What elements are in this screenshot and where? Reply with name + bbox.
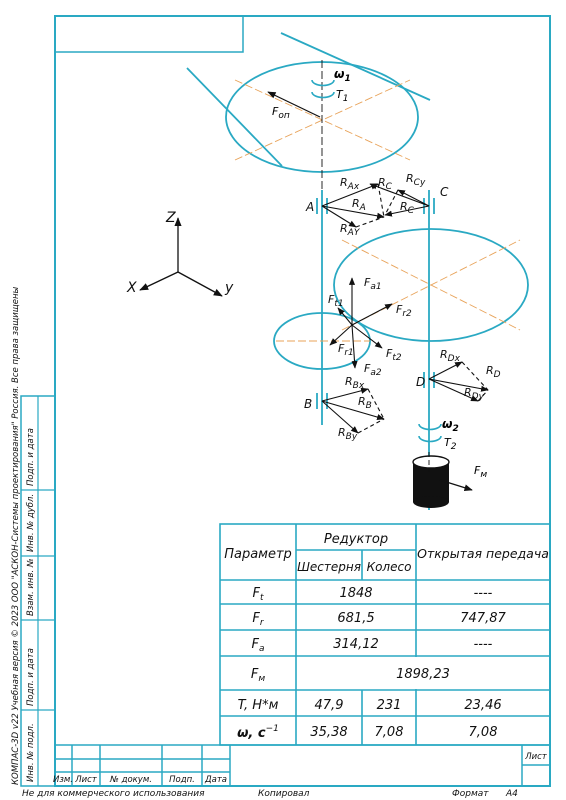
support-a-label: A bbox=[305, 200, 314, 214]
gear-wheel bbox=[333, 228, 529, 342]
stamp-data: Дата bbox=[204, 775, 227, 785]
stamp-podp: Подп. bbox=[169, 775, 195, 785]
rotation-arrow-2 bbox=[418, 423, 442, 431]
bearing-b-reactions bbox=[321, 387, 385, 434]
bearing-c-reactions bbox=[369, 183, 430, 217]
rc-label: RC bbox=[400, 200, 415, 216]
bearing-d-reactions bbox=[428, 361, 489, 402]
support-b-label: B bbox=[304, 397, 312, 411]
omega1-label: ω1 bbox=[334, 67, 351, 84]
rbx-label: RBx bbox=[345, 375, 365, 391]
stamp-list-right: Лист bbox=[524, 752, 548, 762]
open-drive-belt bbox=[186, 32, 431, 173]
rdy-label: RDy bbox=[464, 386, 485, 402]
axis-y-label: y bbox=[224, 280, 234, 296]
cell-fr-open: 747,87 bbox=[460, 611, 506, 626]
fop-arrow bbox=[267, 91, 321, 118]
cell-ft-reducer: 1848 bbox=[339, 586, 372, 601]
th-open: Открытая передача bbox=[417, 546, 549, 561]
rcy-label: RCy bbox=[406, 172, 426, 188]
t1-label: T1 bbox=[336, 88, 348, 104]
gear-axes bbox=[276, 239, 521, 342]
cell-ft-open: ---- bbox=[474, 586, 493, 601]
param-ft: Ft bbox=[252, 586, 263, 603]
coordinate-axes bbox=[139, 217, 223, 297]
fop-label: Fоп bbox=[272, 105, 290, 121]
param-fr: Fr bbox=[252, 611, 264, 628]
footer-format: Формат bbox=[452, 789, 489, 799]
rotation-arrow-1 bbox=[311, 79, 335, 87]
side-field-inv-dubl: Инв. № дубл. bbox=[26, 494, 36, 552]
rd-label: RD bbox=[486, 364, 501, 380]
cell-omega-wheel: 7,08 bbox=[375, 725, 404, 740]
footer-copied: Копировал bbox=[258, 789, 310, 799]
axis-z-label: Z bbox=[165, 210, 176, 226]
cell-fr-reducer: 681,5 bbox=[337, 611, 374, 626]
rby-label: RBy bbox=[338, 426, 358, 442]
axis-x-label: X bbox=[126, 280, 137, 296]
cell-omega-open: 7,08 bbox=[469, 725, 498, 740]
fr2-label: Fr2 bbox=[396, 303, 412, 319]
title-stamp bbox=[55, 744, 550, 786]
side-field-podp-data-1: Подп. и дата bbox=[26, 648, 36, 706]
footer-size: А4 bbox=[505, 789, 518, 799]
t2-label: T2 bbox=[444, 436, 457, 452]
cell-fa-reducer: 314,12 bbox=[333, 637, 379, 652]
cell-t-wheel: 231 bbox=[377, 698, 402, 713]
param-omega: ω, с−1 bbox=[237, 724, 279, 741]
parameters-table bbox=[219, 523, 551, 746]
param-t: T, Н*м bbox=[238, 698, 279, 713]
cell-t-open: 23,46 bbox=[464, 698, 501, 713]
ra-label: RA bbox=[352, 197, 366, 213]
fa2-label: Fa2 bbox=[364, 362, 382, 378]
copyright-text: КОМПАС-3D v22 Учебная версия © 2023 ООО … bbox=[11, 286, 21, 785]
output-drum bbox=[412, 455, 450, 508]
stamp-ndoc: № докум. bbox=[109, 775, 152, 785]
fr1-label: Fr1 bbox=[338, 342, 354, 358]
th-wheel: Колесо bbox=[367, 560, 412, 574]
gear-force-arrows bbox=[329, 277, 393, 369]
side-field-podp-data-2: Подп. и дата bbox=[26, 428, 36, 486]
pulley-axes bbox=[234, 79, 411, 161]
ft2-label: Ft2 bbox=[386, 347, 402, 363]
th-gear: Шестерня bbox=[297, 560, 361, 574]
ray-label: RAY bbox=[340, 222, 361, 238]
cell-fa-open: ---- bbox=[474, 637, 493, 652]
rax-label: RAx bbox=[340, 176, 360, 192]
support-c-label: C bbox=[440, 185, 449, 199]
rdx-label: RDx bbox=[440, 348, 461, 364]
rc-top-label: RC bbox=[378, 176, 393, 192]
omega2-label: ω2 bbox=[442, 417, 459, 434]
side-field-vzam-inv: Взам. инв. № bbox=[26, 558, 36, 616]
cell-t-gear: 47,9 bbox=[315, 698, 344, 713]
fa1-label: Fa1 bbox=[364, 276, 382, 292]
bearing-a-reactions bbox=[321, 183, 385, 228]
th-param: Параметр bbox=[224, 547, 292, 562]
support-d-label: D bbox=[416, 375, 425, 389]
stamp-list: Лист bbox=[74, 775, 98, 785]
param-fa: Fa bbox=[252, 637, 265, 654]
cell-omega-gear: 35,38 bbox=[310, 725, 347, 740]
th-reducer: Редуктор bbox=[324, 532, 388, 547]
rb-label: RB bbox=[358, 395, 372, 411]
drawing-frame bbox=[20, 15, 551, 787]
cell-fm-all: 1898,23 bbox=[396, 667, 450, 682]
fm-arrow bbox=[439, 479, 473, 491]
fm-label: Fм bbox=[474, 464, 487, 480]
param-fm: Fм bbox=[251, 667, 265, 684]
footer-noncommercial: Не для коммерческого использования bbox=[22, 789, 205, 799]
stamp-izm: Изм. bbox=[53, 775, 73, 785]
ft1-label: Ft1 bbox=[328, 293, 344, 309]
side-field-inv-podl: Инв. № подл. bbox=[26, 723, 36, 782]
